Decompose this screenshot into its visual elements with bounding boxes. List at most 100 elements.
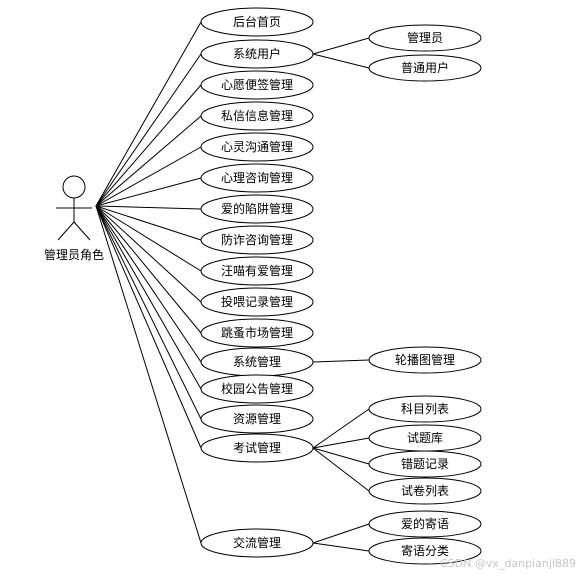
diagram-nodes: 后台首页系统用户管理员普通用户心愿便签管理私信信息管理心灵沟通管理心理咨询管理爱… xyxy=(200,7,482,565)
use-case-feeding-record-label: 投喂记录管理 xyxy=(221,294,293,309)
edge-actor-exchange-mgmt xyxy=(95,205,202,544)
use-case-wish-notes: 心愿便签管理 xyxy=(200,70,314,100)
use-case-subject-list: 科目列表 xyxy=(368,395,482,423)
use-case-flea-market-label: 跳蚤市场管理 xyxy=(221,325,293,340)
use-case-wrong-record-shape xyxy=(368,450,482,478)
use-case-love-message-label: 爱的寄语 xyxy=(401,516,449,531)
edge-exam-mgmt-question-bank xyxy=(312,437,370,449)
use-case-carousel: 轮播图管理 xyxy=(368,346,482,374)
use-case-wrong-record: 错题记录 xyxy=(368,450,482,478)
use-case-message-category-label: 寄语分类 xyxy=(401,543,449,558)
edge-exchange-mgmt-love-message xyxy=(312,523,370,544)
use-case-psych-consult: 心理咨询管理 xyxy=(200,163,314,193)
use-case-soul-comm: 心灵沟通管理 xyxy=(200,132,314,162)
use-case-campus-notice-label: 校园公告管理 xyxy=(221,381,293,396)
use-case-exam-mgmt-label: 考试管理 xyxy=(233,440,281,455)
use-case-exam-mgmt: 考试管理 xyxy=(200,433,314,463)
actor-head-icon xyxy=(62,175,86,199)
use-case-fraud-consult-label: 防诈咨询管理 xyxy=(221,232,293,247)
use-case-exchange-mgmt-shape xyxy=(200,528,314,558)
use-case-normal-user-shape xyxy=(368,54,482,82)
use-case-paper-list: 试卷列表 xyxy=(368,477,482,505)
use-case-feeding-record-shape xyxy=(200,287,314,317)
use-case-love-trap: 爱的陷阱管理 xyxy=(200,194,314,224)
actor: 管理员角色 xyxy=(44,175,104,262)
use-case-private-msg-label: 私信信息管理 xyxy=(221,108,293,123)
edge-system-users-admin xyxy=(312,37,370,55)
use-case-admin-label: 管理员 xyxy=(407,30,443,45)
edge-actor-feeding-record xyxy=(95,205,202,303)
edge-exam-mgmt-paper-list xyxy=(312,447,370,492)
use-case-system-mgmt-label: 系统管理 xyxy=(233,354,281,369)
use-case-admin-shape xyxy=(368,24,482,52)
watermark: CSDN @vx_danpianjí889 xyxy=(440,557,576,570)
use-case-campus-notice-shape xyxy=(200,374,314,404)
edge-actor-campus-notice xyxy=(95,205,202,390)
edge-actor-admin-home xyxy=(95,21,202,207)
use-case-love-message-shape xyxy=(368,510,482,538)
edge-actor-flea-market xyxy=(95,205,202,334)
use-case-exchange-mgmt: 交流管理 xyxy=(200,528,314,558)
use-case-wish-notes-label: 心愿便签管理 xyxy=(221,77,293,92)
use-case-psych-consult-label: 心理咨询管理 xyxy=(221,170,293,185)
use-case-system-mgmt: 系统管理 xyxy=(200,347,314,377)
use-case-fraud-consult: 防诈咨询管理 xyxy=(200,225,314,255)
edge-actor-fraud-consult xyxy=(95,205,202,241)
edge-actor-love-trap xyxy=(95,205,202,210)
use-case-psych-consult-shape xyxy=(200,163,314,193)
use-case-question-bank-label: 试题库 xyxy=(407,430,443,445)
edge-actor-pet-love xyxy=(95,205,202,272)
use-case-system-users-shape xyxy=(200,39,314,69)
use-case-wish-notes-shape xyxy=(200,70,314,100)
use-case-normal-user-label: 普通用户 xyxy=(401,60,449,75)
use-case-paper-list-shape xyxy=(368,477,482,505)
edge-actor-system-mgmt xyxy=(95,205,202,363)
use-case-feeding-record: 投喂记录管理 xyxy=(200,287,314,317)
use-case-subject-list-label: 科目列表 xyxy=(401,402,449,416)
use-case-admin-home-label: 后台首页 xyxy=(233,14,281,29)
use-case-message-category: 寄语分类 xyxy=(368,537,482,565)
use-case-resource-mgmt-shape xyxy=(200,404,314,434)
use-case-exchange-mgmt-label: 交流管理 xyxy=(233,535,281,550)
use-case-resource-mgmt-label: 资源管理 xyxy=(233,411,281,426)
diagram-edges xyxy=(95,21,370,552)
edge-actor-private-msg xyxy=(95,115,202,207)
use-case-love-trap-shape xyxy=(200,194,314,224)
use-case-flea-market: 跳蚤市场管理 xyxy=(200,318,314,348)
edge-actor-exam-mgmt xyxy=(95,205,202,449)
use-case-admin-home: 后台首页 xyxy=(200,7,314,37)
edge-exam-mgmt-subject-list xyxy=(312,408,370,449)
use-case-question-bank: 试题库 xyxy=(368,424,482,452)
edge-actor-psych-consult xyxy=(95,177,202,207)
use-case-soul-comm-label: 心灵沟通管理 xyxy=(221,139,293,154)
use-case-pet-love-label: 汪喵有爱管理 xyxy=(221,263,293,278)
edge-system-mgmt-carousel xyxy=(312,359,370,363)
use-case-private-msg-shape xyxy=(200,101,314,131)
edge-actor-wish-notes xyxy=(95,84,202,207)
use-case-carousel-label: 轮播图管理 xyxy=(395,352,455,367)
use-case-fraud-consult-shape xyxy=(200,225,314,255)
use-case-pet-love-shape xyxy=(200,256,314,286)
use-case-normal-user: 普通用户 xyxy=(368,54,482,82)
use-case-love-message: 爱的寄语 xyxy=(368,510,482,538)
use-case-system-users-label: 系统用户 xyxy=(233,46,281,61)
edge-exam-mgmt-wrong-record xyxy=(312,447,370,465)
use-case-subject-list-shape xyxy=(368,395,482,423)
edge-exchange-mgmt-message-category xyxy=(312,542,370,552)
use-case-admin-home-shape xyxy=(200,7,314,37)
actor-label: 管理员角色 xyxy=(44,247,104,262)
actor-left-leg xyxy=(57,221,75,241)
edge-system-users-normal-user xyxy=(312,53,370,69)
use-case-exam-mgmt-shape xyxy=(200,433,314,463)
actor-right-leg xyxy=(73,221,91,241)
use-case-resource-mgmt: 资源管理 xyxy=(200,404,314,434)
use-case-private-msg: 私信信息管理 xyxy=(200,101,314,131)
use-case-paper-list-label: 试卷列表 xyxy=(401,483,449,498)
edge-actor-resource-mgmt xyxy=(95,205,202,420)
use-case-admin: 管理员 xyxy=(368,24,482,52)
use-case-wrong-record-label: 错题记录 xyxy=(401,457,449,471)
use-case-carousel-shape xyxy=(368,346,482,374)
use-case-pet-love: 汪喵有爱管理 xyxy=(200,256,314,286)
use-case-love-trap-label: 爱的陷阱管理 xyxy=(221,201,293,216)
